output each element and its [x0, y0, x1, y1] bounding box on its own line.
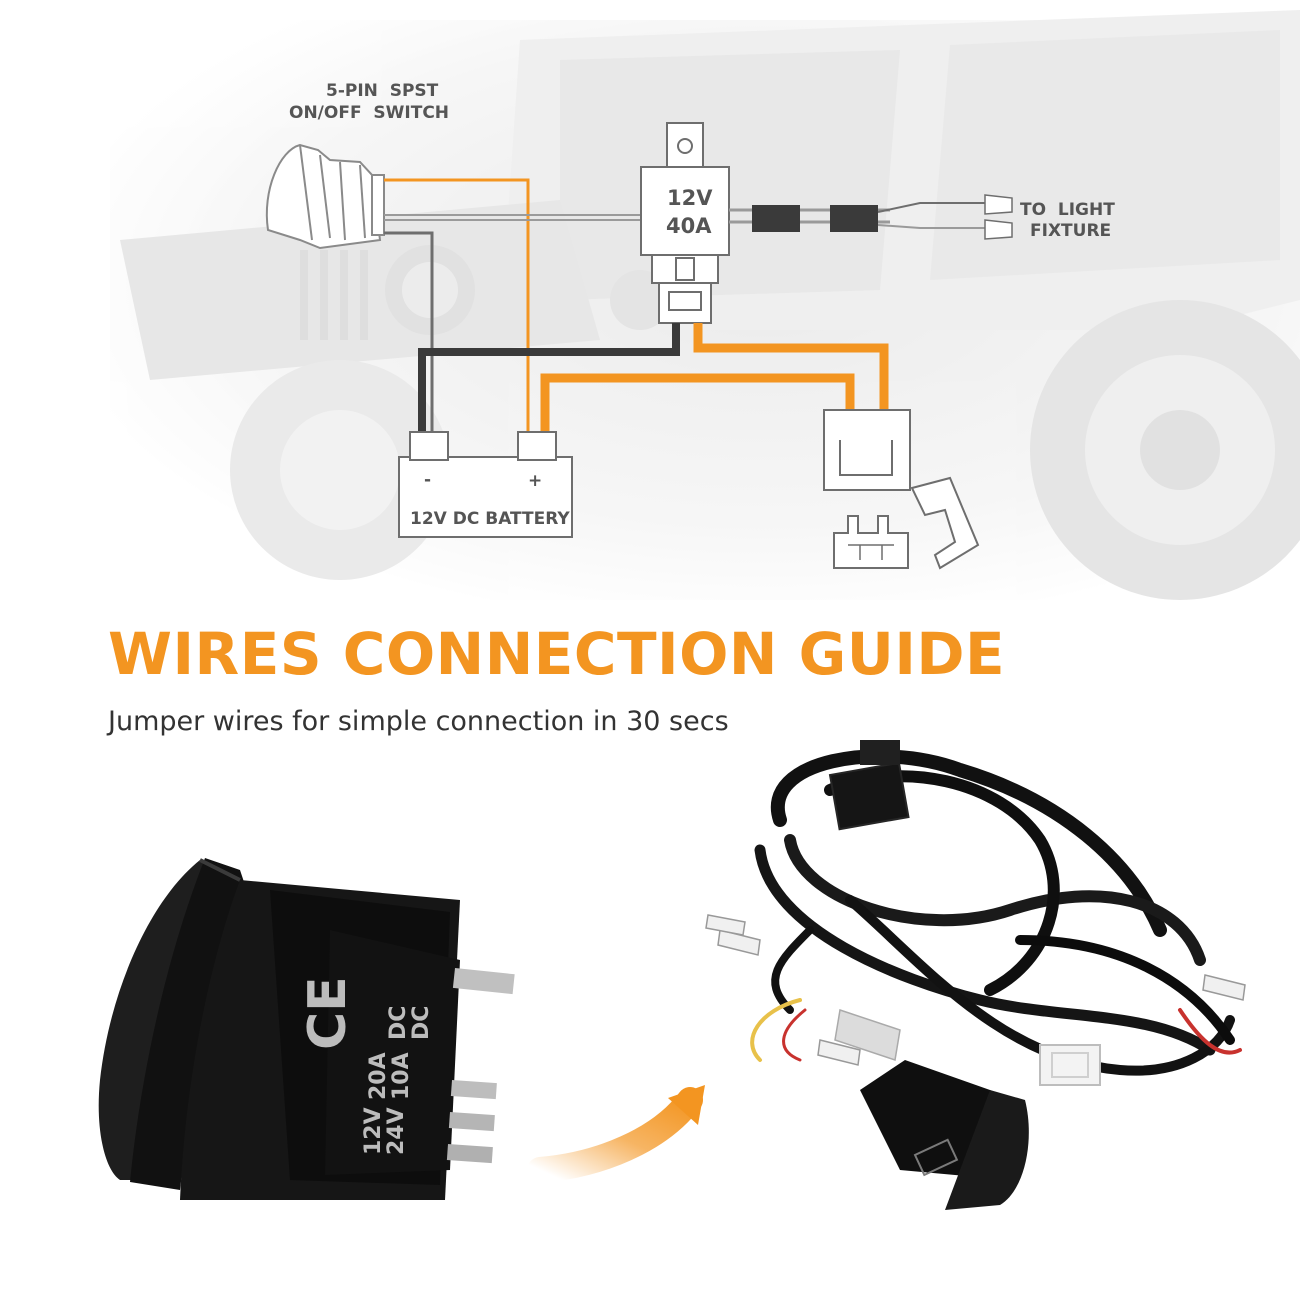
page-subtitle: Jumper wires for simple connection in 30… — [108, 706, 729, 737]
fuse-holder-diagram — [823, 409, 980, 570]
relay-label-line1: 12V — [667, 186, 713, 210]
switch-marking-ce: CE — [298, 976, 358, 1050]
arrow-icon — [527, 1085, 705, 1183]
switch-label-line1: 5-PIN SPST — [326, 81, 439, 101]
power-wires — [418, 323, 889, 432]
light-label-line2: FIXTURE — [1030, 221, 1111, 241]
switch-diagram — [265, 143, 385, 250]
battery-positive-label: + — [528, 471, 542, 491]
relay-label-line2: 40A — [666, 214, 712, 238]
jeep-background-silhouette — [110, 10, 1300, 600]
switch-marking-dc2: DC — [409, 1006, 434, 1040]
rocker-switch-photo: CE DC DC 20A 10A 12V 24V — [98, 858, 515, 1200]
battery-diagram: - + 12V DC BATTERY — [398, 431, 573, 538]
battery-label: 12V DC BATTERY — [410, 509, 570, 529]
light-label-line1: TO LIGHT — [1020, 200, 1115, 220]
switch-marking-dc1: DC — [386, 1006, 411, 1040]
switch-label-line2: ON/OFF SWITCH — [289, 103, 449, 123]
switch-marking-12v: 12V — [361, 1107, 386, 1155]
switch-marking-10a: 10A — [389, 1052, 414, 1100]
page-title: WIRES CONNECTION GUIDE — [108, 620, 1006, 688]
relay-diagram — [640, 122, 730, 324]
battery-negative-label: - — [424, 470, 431, 490]
switch-marking-24v: 24V — [384, 1107, 409, 1155]
light-fixture-wires — [729, 194, 1013, 240]
switch-marking-20a: 20A — [366, 1052, 391, 1100]
wiring-harness-photo — [705, 740, 1246, 1210]
